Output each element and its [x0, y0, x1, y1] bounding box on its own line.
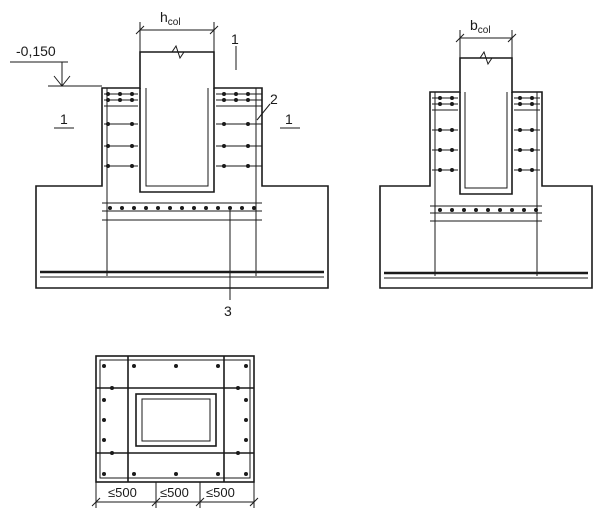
- plan-dimension: ≤500 ≤500 ≤500: [91, 482, 259, 508]
- callout-1: 1: [231, 31, 239, 47]
- right-elevation: bcol: [379, 17, 593, 289]
- dim-label-2: ≤500: [160, 485, 189, 500]
- level-label: -0,150: [16, 43, 56, 59]
- h-col-dimension: hcol: [135, 9, 219, 52]
- section-mark-left: 1: [60, 111, 68, 127]
- plan-view: ≤500 ≤500 ≤500: [91, 355, 259, 508]
- left-socket: [139, 88, 215, 193]
- b-col-dimension: bcol: [455, 17, 517, 58]
- dim-label-3: ≤500: [206, 485, 235, 500]
- right-ties: [432, 96, 540, 172]
- section-mark-right: 1: [285, 111, 293, 127]
- right-footing-outline: [379, 57, 593, 289]
- left-footing-outline: [35, 51, 329, 289]
- h-col-label: hcol: [160, 9, 181, 28]
- b-col-label: bcol: [470, 17, 491, 36]
- left-elevation: -0,150 hcol 1 1 1 2 3: [10, 9, 329, 319]
- left-mesh: [102, 202, 262, 221]
- callout-2: 2: [270, 91, 278, 107]
- dim-label-1: ≤500: [108, 485, 137, 500]
- right-mesh: [430, 205, 542, 222]
- plan-socket: [135, 393, 217, 447]
- level-marker: -0,150: [10, 43, 102, 87]
- plan-outline: [95, 355, 255, 483]
- left-ties: [104, 92, 262, 168]
- callout-3: 3: [224, 303, 232, 319]
